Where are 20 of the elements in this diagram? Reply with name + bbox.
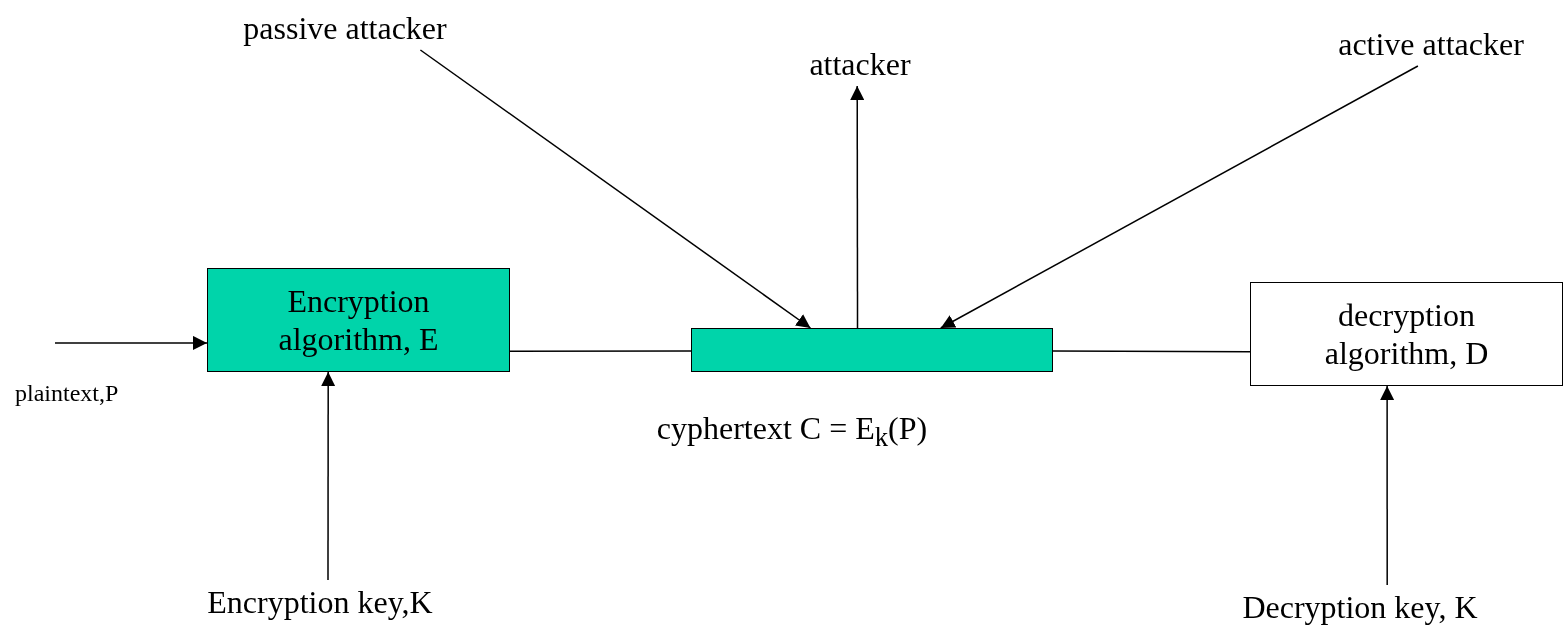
attacker-label: passive attacker	[200, 6, 490, 50]
arrow	[54, 335, 208, 350]
channel-bar	[691, 328, 1053, 372]
process-box	[207, 268, 510, 372]
key-label: Encryption key,K	[160, 580, 480, 624]
arrow	[850, 85, 865, 329]
connector-line	[1052, 350, 1251, 353]
attacker-label: attacker	[790, 42, 930, 86]
arrow	[419, 49, 812, 329]
input-label: plaintext,P	[15, 380, 119, 407]
arrow	[940, 65, 1419, 329]
arrow	[321, 371, 336, 581]
connector-line	[509, 350, 692, 352]
box-text: decryption algorithm, D	[1323, 295, 1490, 373]
arrow	[1380, 385, 1395, 586]
box-text: Encryption algorithm, E	[277, 281, 440, 359]
attacker-label: active attacker	[1300, 22, 1562, 66]
node-label: cyphertext C = E$_{k}$(P)	[655, 410, 929, 454]
key-label: Decryption key, K	[1190, 585, 1530, 629]
process-box	[1250, 282, 1563, 386]
